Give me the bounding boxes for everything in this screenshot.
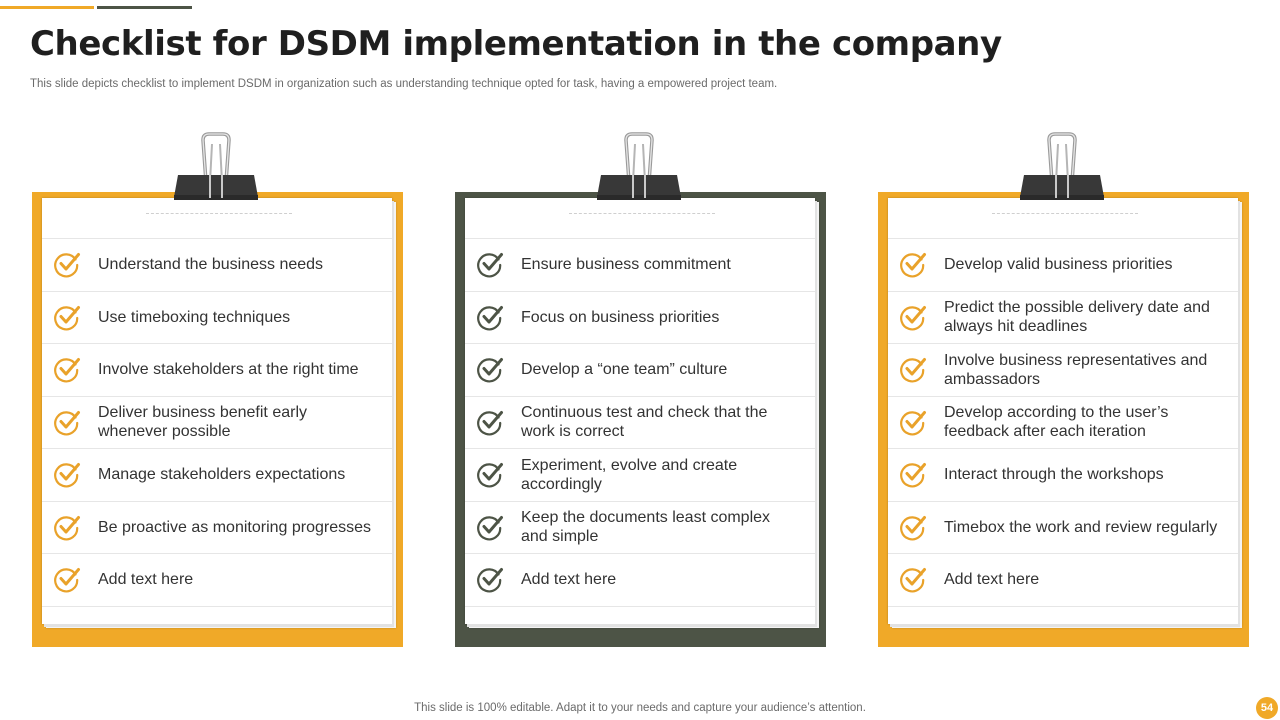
top-accent-bar-green: [97, 6, 192, 9]
checkmark-icon: [54, 515, 80, 540]
dashed-line: [146, 213, 292, 214]
list-item-text: Add text here: [944, 571, 1040, 589]
checkmark-icon: [477, 358, 503, 383]
checkmark-icon: [54, 568, 80, 593]
slide-subtitle: This slide depicts checklist to implemen…: [30, 78, 778, 90]
list-item: Predict the possible delivery date and a…: [888, 290, 1238, 344]
list-item-text: Add text here: [98, 571, 194, 589]
list-item-text: Add text here: [521, 571, 617, 589]
list-item: Involve business representatives and amb…: [888, 343, 1238, 396]
slide-title: Checklist for DSDM implementation in the…: [30, 24, 1002, 64]
list-item: Add text here: [888, 553, 1238, 607]
binder-clip-icon: [174, 132, 258, 200]
checkmark-icon: [477, 410, 503, 435]
list-item: Use timeboxing techniques: [42, 290, 392, 344]
list-item: Develop according to the user’s feedback…: [888, 395, 1238, 449]
list-item: Interact through the workshops: [888, 448, 1238, 501]
list-item-text: Involve business representatives and amb…: [944, 351, 1208, 388]
list-item: Manage stakeholders expectations: [42, 448, 392, 501]
dashed-line: [992, 213, 1138, 214]
checkmark-icon: [900, 463, 926, 488]
checkmark-icon: [54, 253, 80, 278]
list-item-text: Deliver business benefit early whenever …: [98, 404, 307, 441]
list-item: Involve stakeholders at the right time: [42, 343, 392, 396]
list-item-text: Timebox the work and review regularly: [944, 518, 1218, 536]
binder-clip-icon: [1020, 132, 1104, 200]
list-item-text: Interact through the workshops: [944, 466, 1164, 484]
list-item: Deliver business benefit early whenever …: [42, 395, 392, 449]
checkmark-icon: [54, 305, 80, 330]
list-item: Add text here: [465, 553, 815, 607]
checkmark-icon: [900, 410, 926, 435]
list-item-text: Continuous test and check that the work …: [521, 404, 768, 441]
checkmark-icon: [477, 253, 503, 278]
list-item: Keep the documents least complex and sim…: [465, 500, 815, 554]
dashed-line: [569, 213, 715, 214]
list-item: Develop a “one team” culture: [465, 343, 815, 396]
checkmark-icon: [477, 305, 503, 330]
checkmark-icon: [477, 568, 503, 593]
list-item-text: Involve stakeholders at the right time: [98, 361, 359, 379]
list-item: Develop valid business priorities: [888, 238, 1238, 291]
list-item: Add text here: [42, 553, 392, 607]
list-item-text: Understand the business needs: [98, 256, 324, 274]
checkmark-icon: [477, 463, 503, 488]
checkmark-icon: [900, 515, 926, 540]
list-item: Understand the business needs: [42, 238, 392, 291]
list-item-text: Develop a “one team” culture: [521, 361, 728, 379]
list-item-text: Be proactive as monitoring progresses: [98, 518, 372, 536]
checkmark-icon: [54, 410, 80, 435]
list-item: Focus on business priorities: [465, 290, 815, 344]
list-item: Ensure business commitment: [465, 238, 815, 291]
checkmark-icon: [900, 358, 926, 383]
list-item-text: Ensure business commitment: [521, 256, 731, 274]
top-accent-bar-orange: [0, 6, 94, 9]
list-item: Timebox the work and review regularly: [888, 500, 1238, 554]
list-item-text: Focus on business priorities: [521, 308, 720, 326]
checkmark-icon: [900, 568, 926, 593]
checkmark-icon: [54, 463, 80, 488]
list-item-text: Keep the documents least complex and sim…: [521, 509, 771, 546]
list-item-text: Develop according to the user’s feedback…: [944, 404, 1169, 441]
checkmark-icon: [54, 358, 80, 383]
list-item-text: Predict the possible delivery date and a…: [944, 299, 1210, 336]
checkmark-icon: [477, 515, 503, 540]
list-item-text: Experiment, evolve and create accordingl…: [521, 456, 738, 493]
binder-clip-icon: [597, 132, 681, 200]
list-item-text: Manage stakeholders expectations: [98, 466, 346, 484]
checkmark-icon: [900, 253, 926, 278]
list-item: Experiment, evolve and create accordingl…: [465, 448, 815, 501]
page-number-badge: 54: [1256, 697, 1278, 719]
list-item: Be proactive as monitoring progresses: [42, 500, 392, 554]
footer-note: This slide is 100% editable. Adapt it to…: [414, 702, 866, 714]
list-item-text: Develop valid business priorities: [944, 256, 1173, 274]
list-item: Continuous test and check that the work …: [465, 395, 815, 449]
list-item-text: Use timeboxing techniques: [98, 308, 291, 326]
checkmark-icon: [900, 305, 926, 330]
